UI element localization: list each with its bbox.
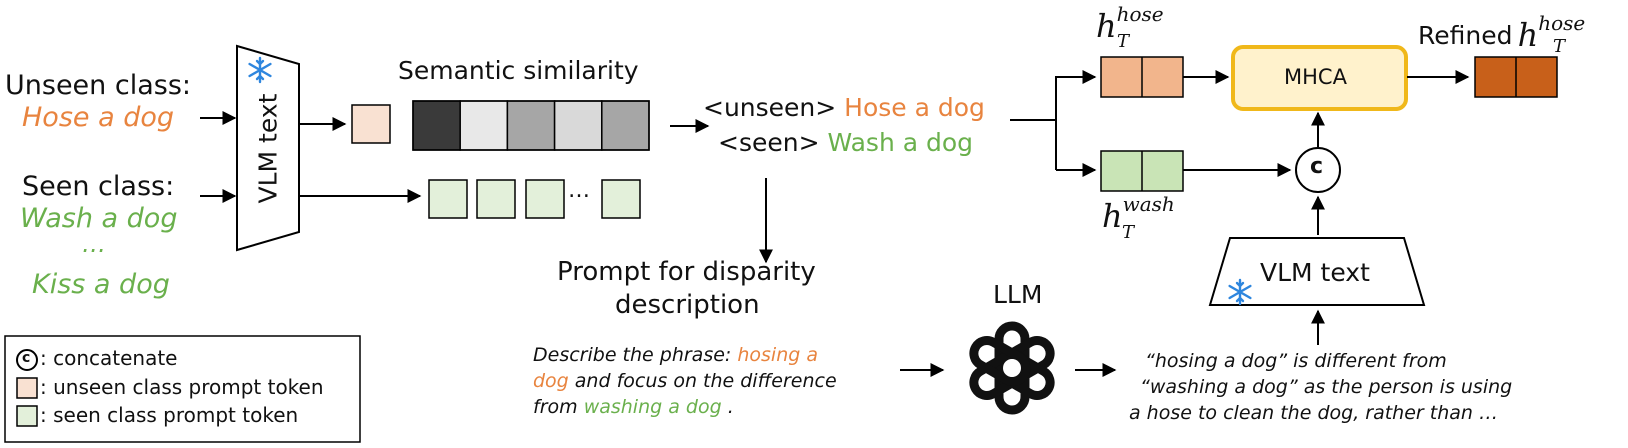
prompt-text: Describe the phrase: — [533, 344, 738, 366]
vlm-text-encoder-right-label: VLM text — [1260, 258, 1370, 287]
vlm-text-encoder-right — [1208, 237, 1426, 306]
seen-class-value: Wash a dog — [20, 203, 178, 234]
prompt-text: and focus on the difference — [568, 370, 837, 392]
h-base: h — [1096, 7, 1117, 45]
llm-output-line3: a hose to clean the dog, rather than … — [1129, 402, 1498, 424]
legend-unseen-text: : unseen class prompt token — [40, 375, 324, 399]
pair-unseen: <unseen> Hose a dog — [703, 95, 985, 120]
h-wash-sub: T — [1122, 222, 1135, 243]
prompt-highlight-unseen: hosing a — [737, 344, 818, 366]
pair-unseen-value: Hose a dog — [844, 93, 985, 122]
refined-label: Refined hhose — [1418, 13, 1585, 54]
seen-token — [525, 179, 565, 219]
legend-unseen-swatch — [16, 377, 38, 399]
concat-symbol: c — [1310, 154, 1324, 179]
unseen-token — [351, 104, 391, 144]
refined-word: Refined — [1418, 21, 1513, 50]
similarity-bar-frame — [412, 100, 650, 151]
similarity-cell — [459, 100, 509, 151]
legend-concat-letter: c — [22, 350, 31, 366]
prompt-highlight-unseen: dog — [533, 370, 569, 392]
legend-seen-swatch — [16, 405, 38, 427]
llm-output-line2: “washing a dog” as the person is using — [1140, 376, 1513, 398]
concat-node — [1295, 147, 1341, 193]
similarity-cell — [553, 100, 603, 151]
legend-concat-text: : concatenate — [40, 346, 178, 370]
h-sup: hose — [1538, 11, 1586, 35]
snowflake-icon — [1228, 278, 1252, 306]
similarity-bar — [412, 100, 650, 151]
h-base: h — [1517, 16, 1539, 54]
pair-seen-tag: <seen> — [718, 128, 820, 157]
prompt-body-line2: dog and focus on the difference — [533, 372, 837, 391]
unseen-class-label: Unseen class: — [5, 70, 191, 101]
h-base: h — [1102, 197, 1123, 235]
snowflake-icon — [248, 56, 272, 84]
h-hose-sub: T — [1117, 31, 1130, 52]
mhca-box — [1231, 45, 1408, 111]
prompt-text: . — [721, 396, 734, 418]
prompt-body-line3: from washing a dog . — [533, 398, 734, 417]
similarity-cell — [601, 100, 650, 151]
seen-tokens-ellipsis: … — [568, 178, 590, 203]
h-sup: wash — [1122, 192, 1175, 216]
mhca-label: MHCA — [1284, 65, 1347, 89]
h-sup: hose — [1116, 2, 1164, 26]
prompt-highlight-seen: washing a dog — [583, 396, 722, 418]
vlm-text-encoder-left — [236, 44, 300, 252]
prompt-title-line2: description — [615, 290, 760, 320]
prompt-text: from — [533, 396, 584, 418]
legend-seen-text: : seen class prompt token — [40, 403, 299, 427]
refined-sub: T — [1553, 36, 1566, 57]
seen-token — [601, 179, 641, 219]
h-wash-label: hwash — [1102, 194, 1175, 235]
similarity-cell — [506, 100, 556, 151]
seen-token — [428, 179, 468, 219]
seen-token — [476, 179, 516, 219]
kiss-class-value: Kiss a dog — [32, 269, 170, 300]
prompt-body-line1: Describe the phrase: hosing a — [533, 346, 818, 365]
h-hose-label: hhose — [1096, 4, 1164, 45]
seen-class-label: Seen class: — [22, 171, 175, 202]
unseen-class-value: Hose a dog — [22, 102, 175, 133]
legend-concat-symbol — [16, 349, 38, 371]
openai-logo-icon — [969, 321, 1055, 415]
vlm-text-encoder-left-label: VLM text — [253, 93, 283, 204]
llm-output-line1: “hosing a dog” is different from — [1145, 350, 1447, 372]
similarity-cell — [412, 100, 461, 151]
pair-unseen-tag: <unseen> — [703, 93, 837, 122]
llm-label: LLM — [993, 280, 1043, 309]
legend-box — [4, 335, 361, 443]
pair-seen-value: Wash a dog — [827, 128, 974, 157]
semantic-similarity-title: Semantic similarity — [398, 56, 639, 85]
seen-class-ellipsis: … — [82, 230, 106, 258]
prompt-title-line1: Prompt for disparity — [557, 257, 816, 287]
pair-seen: <seen> Wash a dog — [718, 130, 973, 155]
